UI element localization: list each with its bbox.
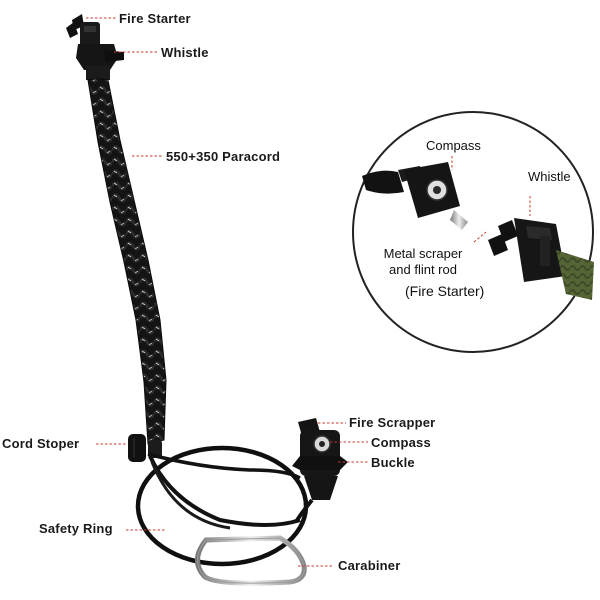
inset-label-metal-scraper-line2: and flint rod — [389, 262, 457, 277]
leader-lines — [86, 17, 368, 567]
inset-compass-buckle — [362, 162, 468, 230]
label-fire-scrapper: Fire Scrapper — [349, 415, 436, 430]
inset-label-compass: Compass — [426, 138, 481, 153]
safety-ring — [135, 445, 309, 567]
label-safety-ring: Safety Ring — [39, 521, 113, 536]
paracord-braid — [87, 78, 167, 445]
inset-label-metal-scraper: Metal scraper and flint rod — [367, 246, 479, 278]
label-paracord: 550+350 Paracord — [166, 149, 281, 164]
label-buckle: Buckle — [371, 455, 415, 470]
inset-label-fire-starter: (Fire Starter) — [405, 283, 485, 299]
label-fire-starter: Fire Starter — [119, 11, 191, 26]
label-compass: Compass — [371, 435, 431, 450]
detail-inset — [352, 111, 594, 353]
inset-label-metal-scraper-line1: Metal scraper — [383, 246, 463, 261]
label-carabiner: Carabiner — [338, 558, 401, 573]
bottom-buckle — [292, 418, 348, 524]
inset-label-whistle: Whistle — [528, 169, 571, 184]
label-whistle: Whistle — [161, 45, 209, 60]
carabiner — [195, 535, 307, 586]
top-buckle — [66, 14, 124, 80]
label-cord-stoper: Cord Stoper — [2, 436, 80, 451]
inset-whistle-buckle — [488, 218, 594, 300]
